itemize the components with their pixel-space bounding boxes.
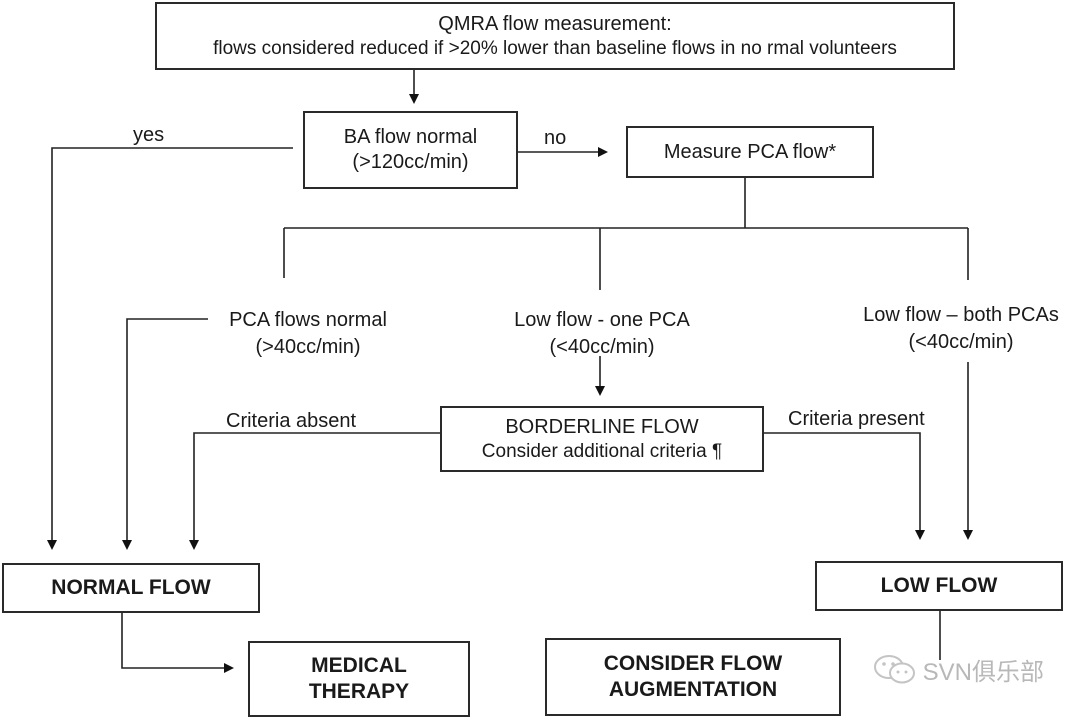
branch-pca-normal: PCA flows normal (>40cc/min) xyxy=(208,309,408,359)
branch-low-one: Low flow - one PCA (<40cc/min) xyxy=(492,309,712,359)
ba-line2: (>120cc/min) xyxy=(352,151,469,173)
qmra-subtitle: flows considered reduced if >20% lower t… xyxy=(213,37,897,59)
consider-flow-line2: AUGMENTATION xyxy=(608,678,778,701)
edge-label-criteria-present: Criteria present xyxy=(788,408,925,430)
low-flow-label: LOW FLOW xyxy=(880,573,998,597)
edge-label-criteria-absent: Criteria absent xyxy=(226,410,357,432)
qmra-title: QMRA flow measurement: xyxy=(438,12,672,35)
consider-flow-line1: CONSIDER FLOW xyxy=(603,651,783,675)
wechat-icon xyxy=(873,654,917,686)
consider-flow-augmentation-box: CONSIDER FLOW AUGMENTATION xyxy=(545,638,841,716)
edge-label-yes: yes xyxy=(133,124,165,146)
medical-therapy-box: MEDICAL THERAPY xyxy=(248,641,470,717)
medical-therapy-line1: MEDICAL xyxy=(311,653,407,677)
measure-pca-box: Measure PCA flow* xyxy=(626,126,874,178)
qmra-flow-box: QMRA flow measurement: flows considered … xyxy=(155,2,955,70)
low-flow-box: LOW FLOW xyxy=(815,561,1063,611)
branch-low-both-line2: (<40cc/min) xyxy=(908,331,1014,353)
ba-line1: BA flow normal xyxy=(343,126,478,148)
branch-pca-normal-line2: (>40cc/min) xyxy=(255,336,361,358)
branch-low-one-line1: Low flow - one PCA xyxy=(514,309,690,331)
watermark: SVN俱乐部 xyxy=(873,652,1044,687)
branch-low-both: Low flow – both PCAs (<40cc/min) xyxy=(843,304,1079,354)
watermark-text: SVN俱乐部 xyxy=(922,659,1044,686)
normal-flow-box: NORMAL FLOW xyxy=(2,563,260,613)
borderline-line1: BORDERLINE FLOW xyxy=(505,415,699,438)
edge-label-no: no xyxy=(544,127,567,149)
ba-flow-box: BA flow normal (>120cc/min) xyxy=(303,111,518,189)
measure-pca-label: Measure PCA flow* xyxy=(663,140,837,163)
borderline-box: BORDERLINE FLOW Consider additional crit… xyxy=(440,406,764,472)
normal-flow-label: NORMAL FLOW xyxy=(51,575,211,599)
branch-low-both-line1: Low flow – both PCAs xyxy=(863,304,1059,326)
branch-low-one-line2: (<40cc/min) xyxy=(549,336,655,358)
medical-therapy-line2: THERAPY xyxy=(308,680,410,703)
branch-pca-normal-line1: PCA flows normal xyxy=(229,309,387,331)
borderline-line2: Consider additional criteria ¶ xyxy=(481,440,723,462)
